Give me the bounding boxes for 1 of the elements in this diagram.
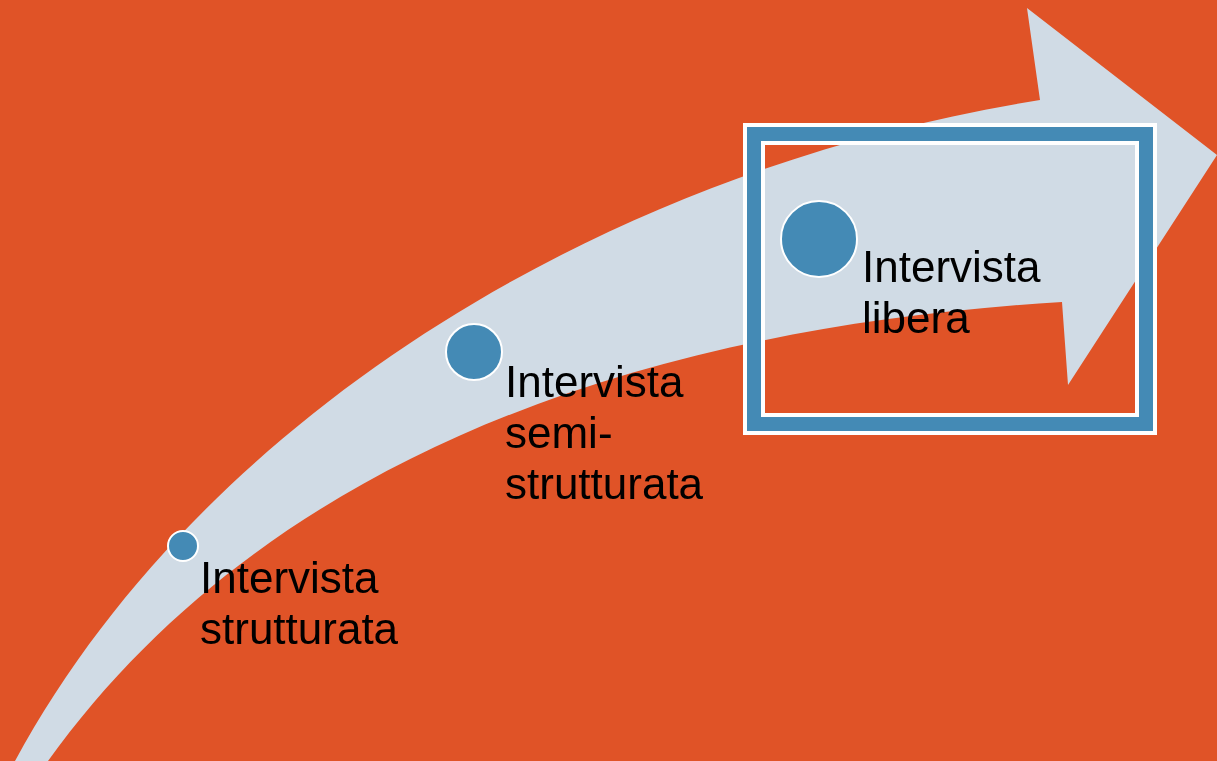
highlight-frame xyxy=(743,123,1157,435)
